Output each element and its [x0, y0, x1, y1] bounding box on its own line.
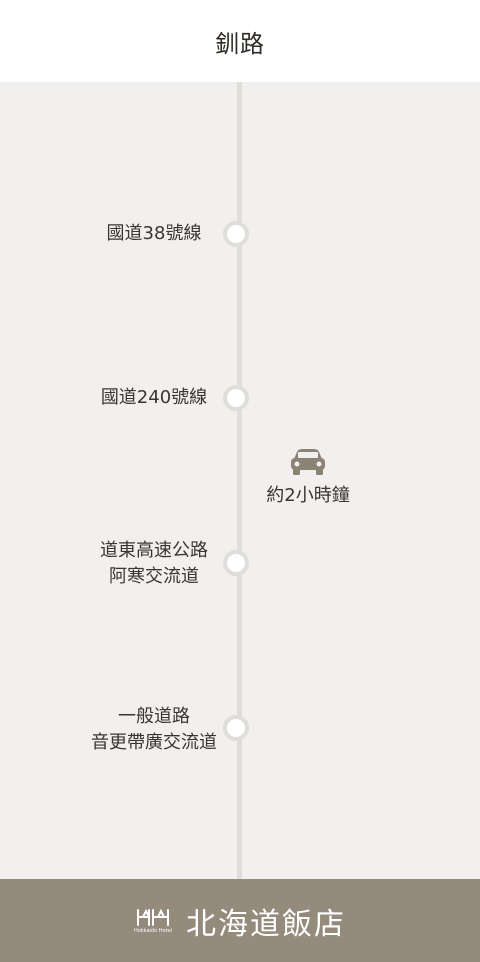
travel-duration: 約2小時鐘 — [250, 448, 366, 508]
hotel-logo-icon — [136, 908, 169, 926]
logo-small-text: Hokkaido Hotel — [133, 928, 173, 934]
route-timeline: 國道38號線 國道240號線 道東高速公路 阿寒交流道 一般道路 音更帶廣交流道… — [0, 82, 480, 879]
stop-label-2: 國道240號線 — [100, 387, 208, 408]
timeline-line — [237, 82, 242, 879]
car-icon — [291, 449, 325, 475]
stop-label-3: 道東高速公路 阿寒交流道 — [100, 540, 208, 587]
stop-label-1: 國道38號線 — [106, 223, 202, 244]
hotel-logo: Hokkaido Hotel — [134, 907, 172, 934]
stop-dot-3 — [223, 550, 249, 576]
stop-dot-2 — [223, 385, 249, 411]
duration-text: 約2小時鐘 — [266, 485, 350, 506]
page-title: 釧路 — [215, 29, 265, 58]
page-header: 釧路 — [0, 0, 480, 82]
stop-dot-1 — [223, 221, 249, 247]
brand-name: 北海道飯店 — [186, 906, 347, 942]
stop-dot-4 — [223, 715, 249, 741]
stop-label-4: 一般道路 音更帶廣交流道 — [91, 706, 217, 753]
footer-brand-bar: Hokkaido Hotel 北海道飯店 — [0, 879, 480, 962]
